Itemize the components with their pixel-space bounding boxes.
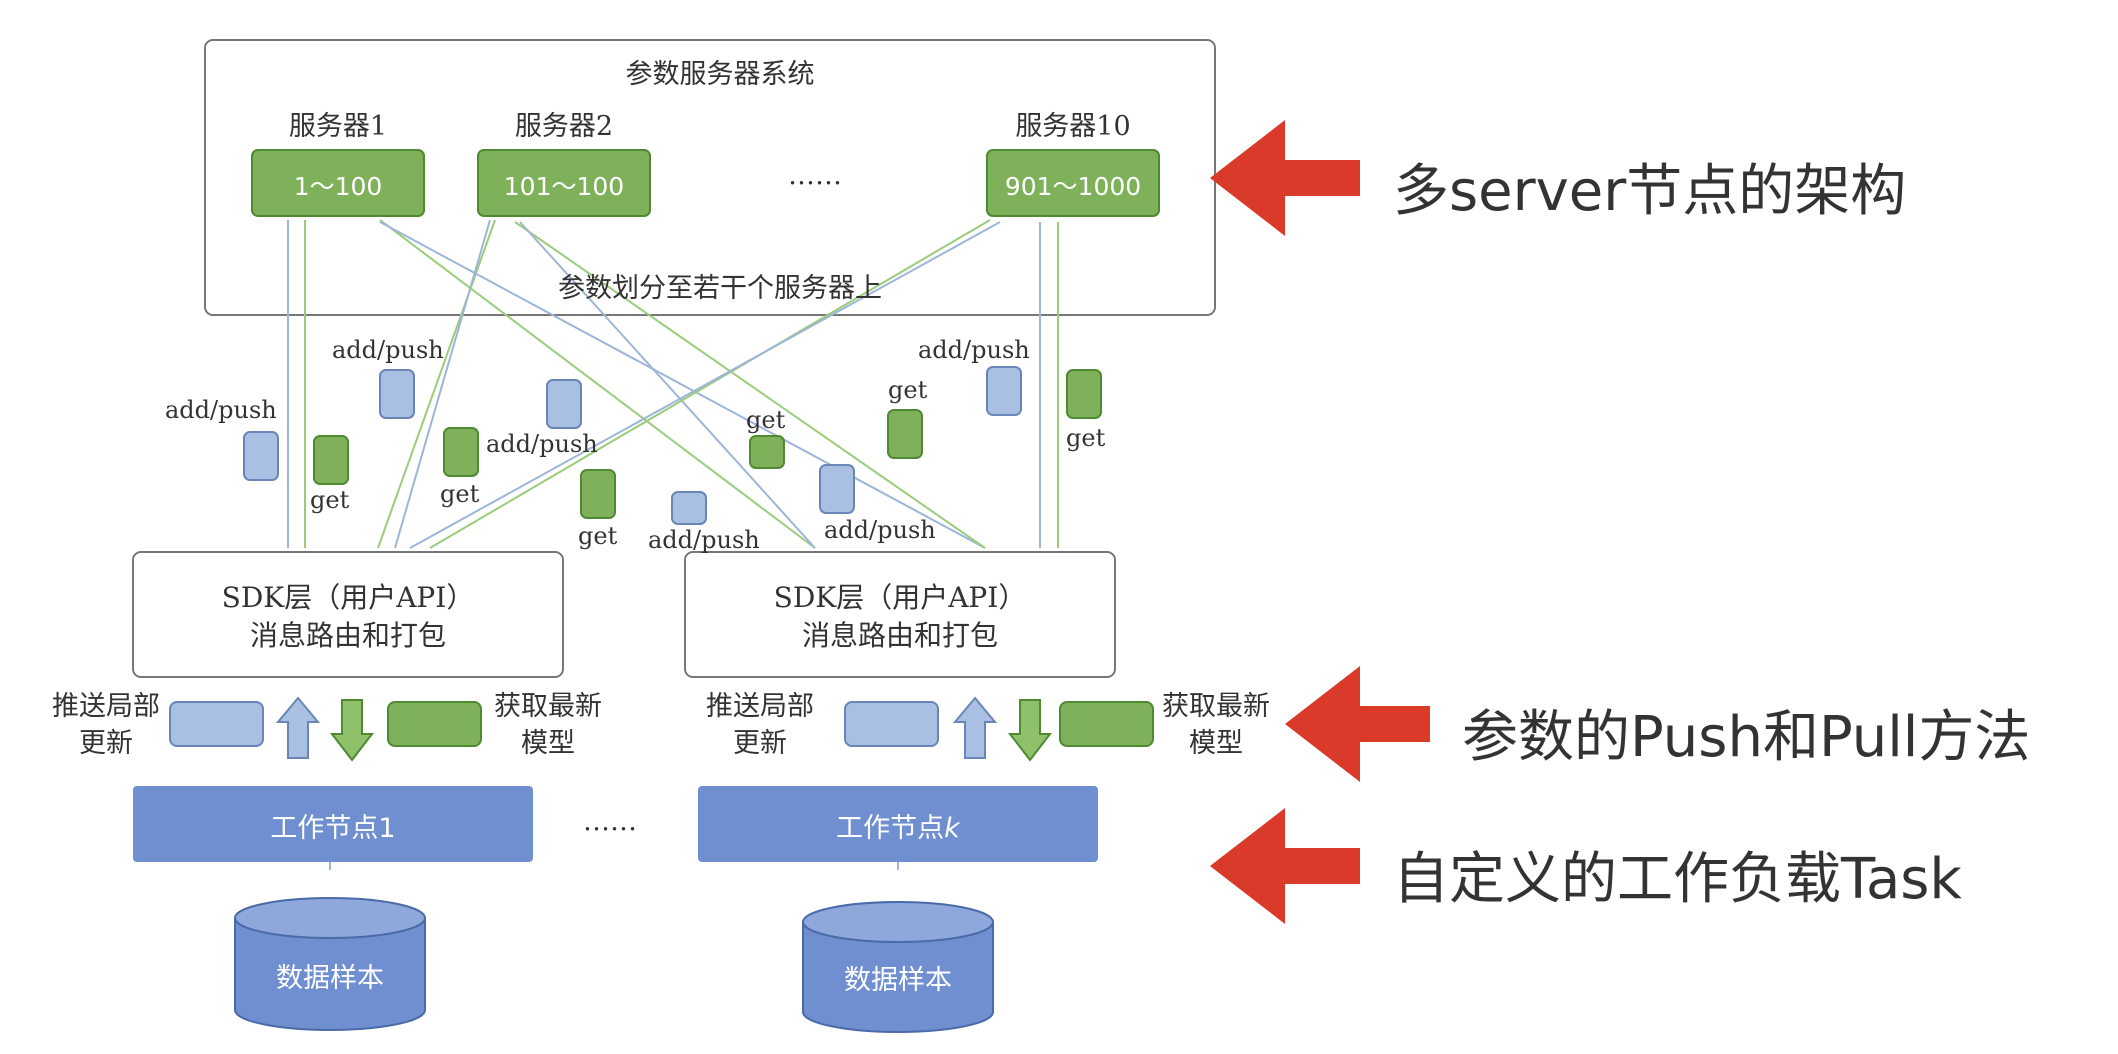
ps-system-title: 参数服务器系统 [625, 59, 815, 90]
push-update-block-2 [844, 701, 939, 747]
server-range-label: 101～100 [503, 172, 625, 201]
sdk-layer-subtitle: 消息路由和打包 [249, 619, 446, 652]
get-label: get [578, 522, 618, 550]
get-label: get [746, 406, 786, 434]
get-label: get [1066, 424, 1106, 452]
push-pull-ops [169, 701, 1154, 747]
annotation-arrow-icon [1285, 666, 1430, 782]
push-token [546, 379, 582, 429]
servers-ellipsis: …… [788, 160, 842, 191]
push-up-arrow-icon [952, 696, 998, 759]
workers-ellipsis: …… [583, 806, 637, 837]
message-tokens [243, 366, 1102, 525]
push-up-arrow-icon [275, 696, 321, 759]
server1-range-box [251, 149, 425, 217]
partition-caption: 参数划分至若干个服务器上 [558, 273, 882, 304]
line-server2-to-sdk2 [514, 221, 986, 549]
pull-down-arrow-icon [1007, 699, 1053, 762]
push-token [379, 369, 415, 419]
get-token [1066, 369, 1102, 419]
push-token [671, 491, 707, 525]
worker-node-label: 工作节点1 [270, 813, 396, 844]
line-sdk2-to-server1 [379, 221, 986, 549]
get-token [313, 435, 349, 485]
line-sdk2-to-server2 [519, 221, 816, 549]
annotation-arrow-icon [1210, 808, 1360, 924]
data-sample-label: 数据样本 [844, 965, 952, 996]
push-token [819, 464, 855, 514]
add-push-label: add/push [648, 526, 760, 554]
line-sdk1-to-server2 [394, 219, 491, 549]
get-token [887, 409, 923, 459]
push-update-block-1 [169, 701, 264, 747]
annotation-multi-server: 多server节点的架构 [1393, 159, 1907, 224]
line-server1-to-sdk2 [379, 219, 816, 549]
server2-range-box [477, 149, 651, 217]
worker-node-bar-1 [133, 786, 533, 862]
sdk-layer-title: SDK层（用户API） [221, 581, 475, 614]
push-update-label: 推送局部 更新 [706, 691, 814, 759]
add-push-label: add/push [332, 336, 444, 364]
server-range-label: 1～100 [293, 172, 383, 201]
server-name: 服务器2 [514, 111, 614, 142]
server-name: 服务器1 [288, 111, 388, 142]
get-label: get [310, 486, 350, 514]
data-sample-cylinder-1 [234, 897, 426, 1031]
annotation-push-pull: 参数的Push和Pull方法 [1462, 705, 2031, 770]
worker-node-bar-k [698, 786, 1098, 862]
sdk-layer-box-2 [684, 551, 1116, 678]
get-token [749, 435, 785, 469]
get-label: get [440, 480, 480, 508]
add-push-label: add/push [165, 396, 277, 424]
pull-model-label: 获取最新 模型 [1162, 691, 1270, 759]
server10-range-box [986, 149, 1160, 217]
annotation-worker-task: 自定义的工作负载Task [1393, 847, 1962, 912]
sdk-layer-title: SDK层（用户API） [773, 581, 1027, 614]
push-token [986, 366, 1022, 416]
line-sdk1-to-server10 [409, 221, 1001, 549]
get-label: get [888, 376, 928, 404]
push-token [243, 431, 279, 481]
pull-down-arrow-icon [329, 699, 375, 762]
add-push-label: add/push [918, 336, 1030, 364]
sdk-layer-subtitle: 消息路由和打包 [801, 619, 998, 652]
sdk-layer-box-1 [132, 551, 564, 678]
get-token [443, 427, 479, 477]
pull-model-label: 获取最新 模型 [494, 691, 602, 759]
server-name: 服务器10 [1015, 111, 1131, 142]
add-push-label: add/push [824, 516, 936, 544]
data-sample-label: 数据样本 [276, 963, 384, 994]
get-token [580, 469, 616, 519]
server-range-label: 901～1000 [1004, 172, 1142, 201]
push-update-label: 推送局部 更新 [52, 691, 160, 759]
pull-model-block-1 [387, 701, 482, 747]
line-server10-to-sdk1 [429, 219, 991, 549]
data-sample-cylinder-k [802, 901, 994, 1033]
worker-node-label: 工作节点k [836, 813, 960, 844]
pull-model-block-2 [1059, 701, 1154, 747]
flow-arrows [275, 696, 1053, 762]
line-server2-to-sdk1 [377, 219, 496, 549]
annotation-arrow-icon [1210, 120, 1360, 236]
add-push-label: add/push [486, 430, 598, 458]
